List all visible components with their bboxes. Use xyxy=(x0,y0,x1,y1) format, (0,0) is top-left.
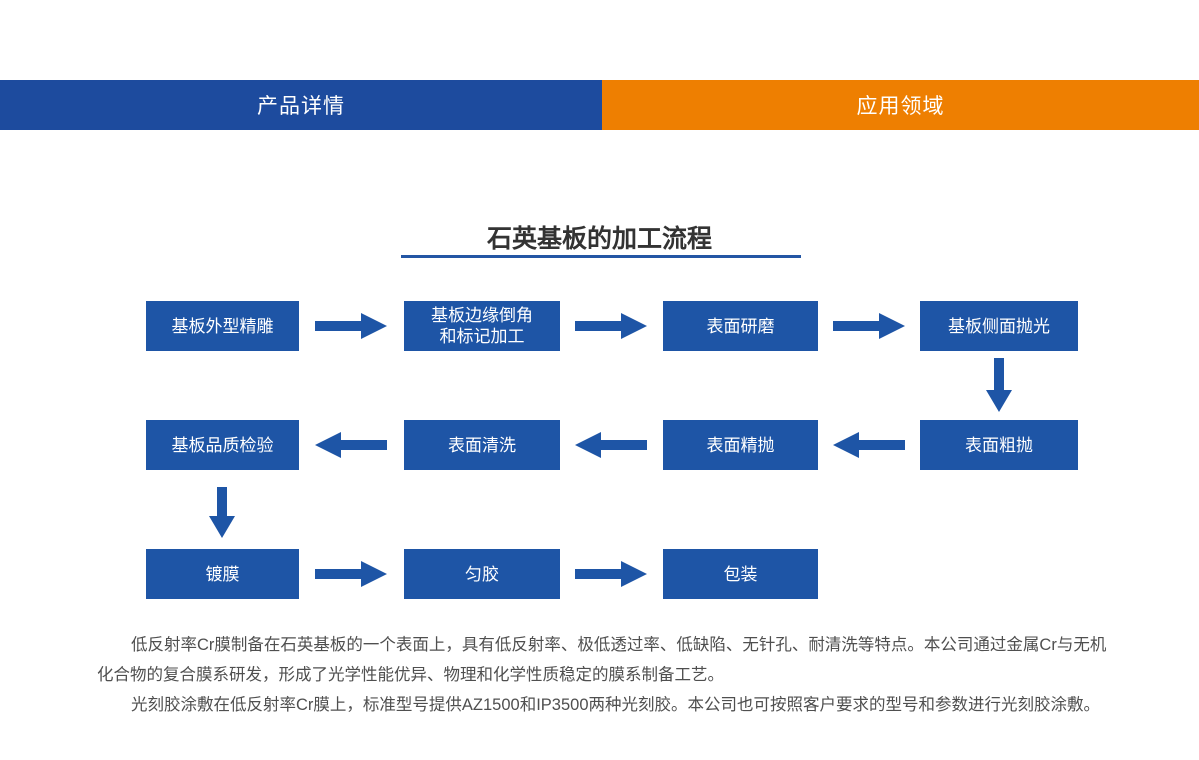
arrow-left-icon xyxy=(833,432,905,458)
tab-bar: 产品详情 应用领域 xyxy=(0,80,1199,130)
flow-node-rough-polish: 表面粗抛 xyxy=(920,420,1078,470)
description-text: 低反射率Cr膜制备在石英基板的一个表面上，具有低反射率、极低透过率、低缺陷、无针… xyxy=(97,630,1110,720)
arrow-right-icon xyxy=(575,561,647,587)
flow-node-shaping: 基板外型精雕 xyxy=(146,301,299,351)
tab-product-details[interactable]: 产品详情 xyxy=(0,80,602,130)
tab-application-areas[interactable]: 应用领域 xyxy=(602,80,1199,130)
page-title: 石英基板的加工流程 xyxy=(486,225,712,253)
paragraph-cr-film: 低反射率Cr膜制备在石英基板的一个表面上，具有低反射率、极低透过率、低缺陷、无针… xyxy=(97,636,1107,684)
flow-node-fine-polish: 表面精抛 xyxy=(663,420,818,470)
flow-node-side-polishing: 基板侧面抛光 xyxy=(920,301,1078,351)
flow-node-surface-grinding: 表面研磨 xyxy=(663,301,818,351)
flow-node-surface-cleaning: 表面清洗 xyxy=(404,420,560,470)
arrow-right-icon xyxy=(315,313,387,339)
arrow-left-icon xyxy=(575,432,647,458)
flow-node-edge-chamfer-marking: 基板边缘倒角 和标记加工 xyxy=(404,301,560,351)
flow-node-resist-spin: 匀胶 xyxy=(404,549,560,599)
arrow-down-icon xyxy=(209,487,235,538)
paragraph-photoresist: 光刻胶涂敷在低反射率Cr膜上，标准型号提供AZ1500和IP3500两种光刻胶。… xyxy=(131,696,1100,714)
arrow-right-icon xyxy=(575,313,647,339)
flow-node-quality-inspection: 基板品质检验 xyxy=(146,420,299,470)
flow-node-coating: 镀膜 xyxy=(146,549,299,599)
tab-product-details-label: 产品详情 xyxy=(257,95,345,118)
arrow-down-icon xyxy=(986,358,1012,412)
title-underline xyxy=(401,255,801,258)
flow-node-packaging: 包装 xyxy=(663,549,818,599)
tab-application-areas-label: 应用领域 xyxy=(856,95,945,118)
arrow-right-icon xyxy=(833,313,905,339)
arrow-left-icon xyxy=(315,432,387,458)
arrow-right-icon xyxy=(315,561,387,587)
